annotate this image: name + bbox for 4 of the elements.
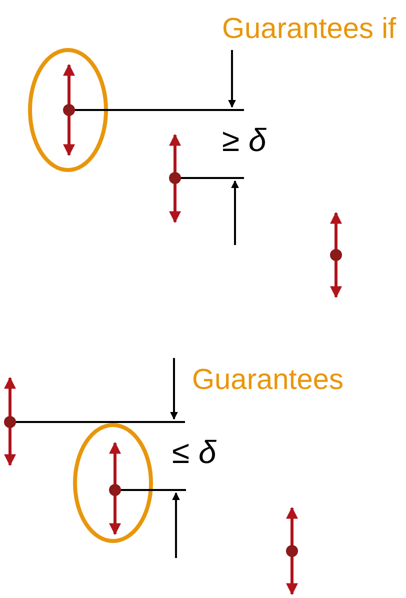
heading: Guarantees <box>192 366 344 395</box>
inequality-label: ≤ δ <box>172 436 216 468</box>
heading: Guarantees if <box>222 15 396 44</box>
inequality-label: ≥ δ <box>222 124 266 156</box>
